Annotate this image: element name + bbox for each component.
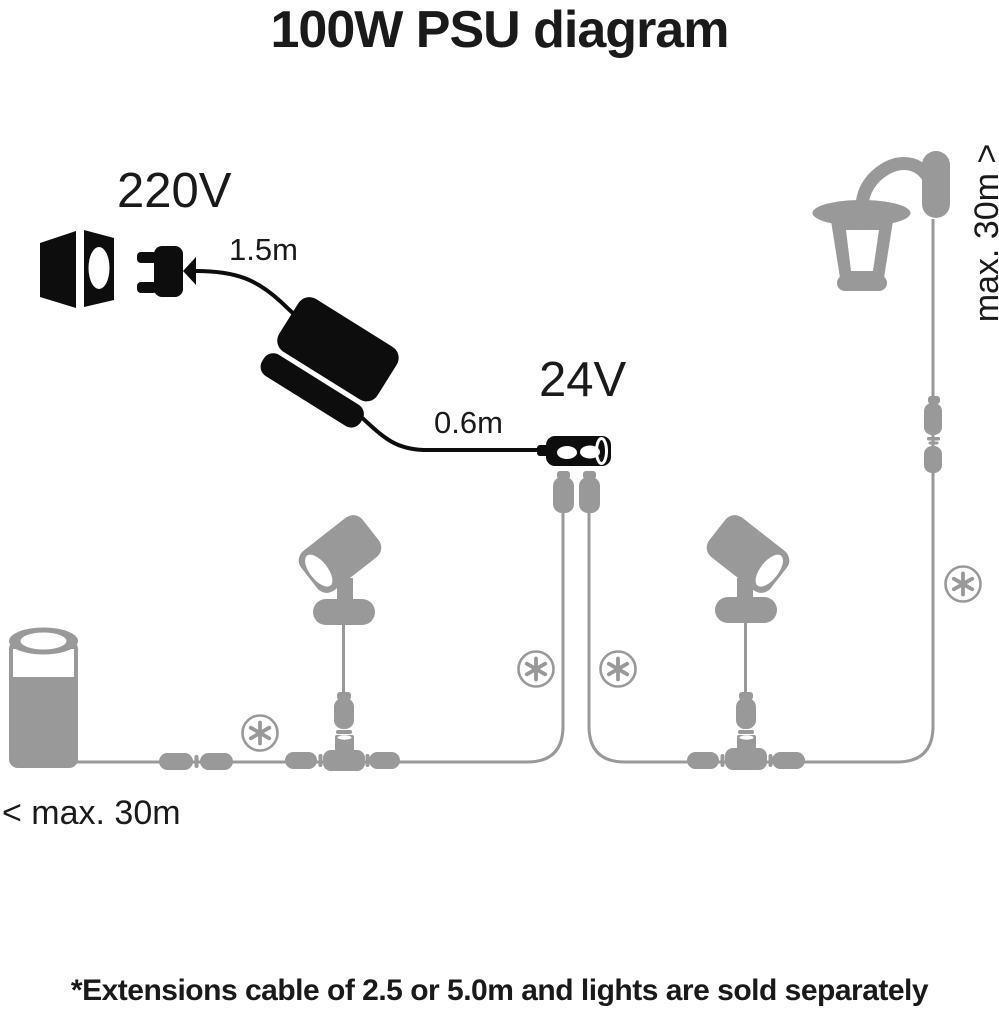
connector-half bbox=[924, 403, 942, 435]
spotlight-base bbox=[715, 597, 777, 623]
socket-side-face bbox=[40, 231, 76, 308]
mains-cabling bbox=[195, 269, 546, 452]
asterisk-marker-icon bbox=[516, 649, 556, 689]
mains-cable-1-5m bbox=[195, 269, 300, 320]
t-right-port bbox=[772, 752, 805, 769]
spotlight-head-body bbox=[706, 515, 790, 593]
spotlight-base bbox=[313, 599, 375, 625]
spotlight-left-icon bbox=[298, 515, 382, 625]
cable-run-left bbox=[44, 508, 565, 764]
plug-pin bbox=[137, 252, 157, 263]
t-connector-right-icon bbox=[687, 692, 805, 770]
spotlight-lens bbox=[305, 554, 333, 587]
wall-lantern-icon bbox=[812, 151, 950, 291]
lantern-lid bbox=[812, 200, 911, 226]
plug-pin bbox=[137, 282, 157, 293]
connector-flange bbox=[720, 754, 725, 767]
t-left-port bbox=[687, 752, 719, 769]
lantern-window bbox=[846, 230, 879, 271]
connector-flange bbox=[738, 730, 754, 734]
t-top-port-opening bbox=[337, 735, 352, 740]
outlet-socket bbox=[557, 446, 577, 459]
bollard-light-icon bbox=[9, 627, 78, 768]
two-way-connector-icon bbox=[537, 436, 611, 466]
plug-cap bbox=[337, 692, 351, 700]
plug-body bbox=[154, 246, 183, 297]
connector-flange bbox=[928, 441, 939, 445]
psu-top-face bbox=[277, 297, 399, 402]
connector-body bbox=[546, 436, 611, 466]
low-voltage-plug-icon bbox=[579, 477, 600, 513]
t-left-port bbox=[285, 752, 317, 769]
plug-cap bbox=[583, 471, 596, 479]
lantern-base-cap bbox=[837, 275, 887, 291]
connector-end-cap bbox=[595, 437, 608, 465]
max-run-left-label: < max. 30m bbox=[2, 794, 181, 832]
footnote-text: *Extensions cable of 2.5 or 5.0m and lig… bbox=[70, 974, 929, 1007]
output-cable-length-label: 0.6m bbox=[434, 405, 503, 440]
connector-half bbox=[200, 753, 233, 770]
plug-body bbox=[334, 698, 354, 729]
bollard-top-opening bbox=[20, 632, 67, 650]
t-right-port bbox=[369, 752, 400, 769]
connector-flange bbox=[365, 754, 370, 767]
connector-half bbox=[159, 753, 193, 770]
plug-cap bbox=[557, 471, 570, 479]
connector-half bbox=[924, 446, 942, 473]
max-run-right-label: max. 30m > bbox=[968, 144, 999, 323]
plug-cord-grip bbox=[183, 257, 196, 285]
wall-socket-icon bbox=[40, 230, 114, 308]
low-voltage-plugs bbox=[553, 471, 600, 513]
connector-flange bbox=[336, 730, 352, 734]
low-voltage-cabling bbox=[44, 219, 935, 764]
connector-flange bbox=[927, 437, 940, 441]
connector-flange bbox=[768, 754, 773, 767]
power-plug-icon bbox=[137, 246, 196, 297]
low-voltage-plug-icon bbox=[553, 477, 574, 513]
connector-flange bbox=[318, 754, 323, 767]
outlet-socket bbox=[580, 445, 600, 459]
spotlight-right-icon bbox=[706, 515, 790, 623]
t-body bbox=[323, 750, 365, 771]
t-body bbox=[725, 748, 767, 770]
lantern-wall-plate bbox=[922, 151, 950, 218]
asterisk-marker-icon bbox=[598, 649, 638, 689]
asterisk-marker-icon bbox=[240, 713, 280, 753]
t-connector-left-icon bbox=[285, 692, 400, 771]
psu-brick-icon bbox=[260, 297, 399, 428]
psu-side-face bbox=[260, 353, 364, 428]
spotlight-head bbox=[298, 515, 382, 593]
plug-cap bbox=[739, 692, 753, 700]
plug-body bbox=[736, 698, 756, 729]
spotlight-head bbox=[706, 515, 790, 593]
spotlight-lens bbox=[755, 554, 783, 587]
spotlight-head-body bbox=[298, 515, 382, 593]
cable-run-right bbox=[587, 219, 935, 764]
mains-voltage-label: 220V bbox=[117, 164, 232, 218]
output-voltage-label: 24V bbox=[539, 353, 627, 407]
connector-flange bbox=[194, 755, 199, 768]
asterisk-marker-icon bbox=[943, 564, 983, 604]
socket-hole bbox=[88, 247, 110, 289]
inline-connector-icon bbox=[159, 753, 233, 770]
mains-cable-length-label: 1.5m bbox=[229, 232, 298, 267]
plug-cap bbox=[928, 396, 940, 404]
output-cable-0-6m bbox=[356, 412, 546, 452]
t-top-port-opening bbox=[739, 735, 754, 740]
inline-connector-vertical-icon bbox=[924, 396, 942, 473]
page-title: 100W PSU diagram bbox=[270, 1, 730, 59]
